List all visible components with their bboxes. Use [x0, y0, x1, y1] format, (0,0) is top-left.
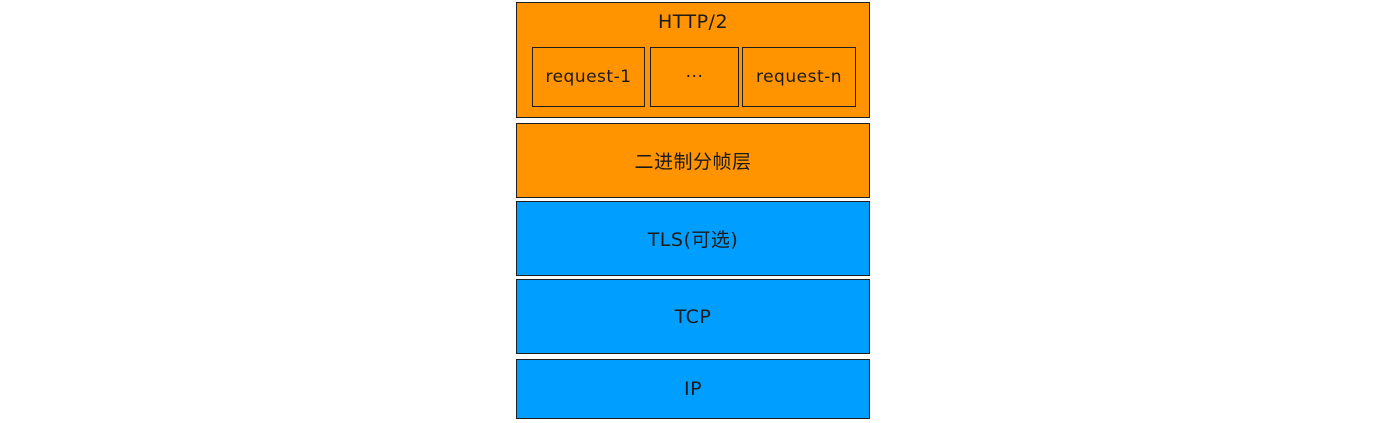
tls-layer-label: TLS(可选) [647, 229, 739, 251]
request-n-box: request-n [742, 47, 856, 107]
ip-layer-label: IP [683, 378, 703, 400]
binary-framing-layer: 二进制分帧层 [516, 123, 870, 198]
http2-layer-title: HTTP/2 [657, 11, 729, 33]
request-1-box: request-1 [532, 47, 645, 107]
tcp-layer-label: TCP [674, 305, 712, 328]
tls-layer: TLS(可选) [516, 201, 870, 276]
http2-layer: HTTP/2 request-1 ··· request-n [516, 2, 870, 118]
ip-layer: IP [516, 359, 870, 419]
binary-framing-layer-label: 二进制分帧层 [634, 151, 752, 173]
request-ellipsis-box: ··· [650, 47, 739, 107]
tcp-layer: TCP [516, 279, 870, 354]
